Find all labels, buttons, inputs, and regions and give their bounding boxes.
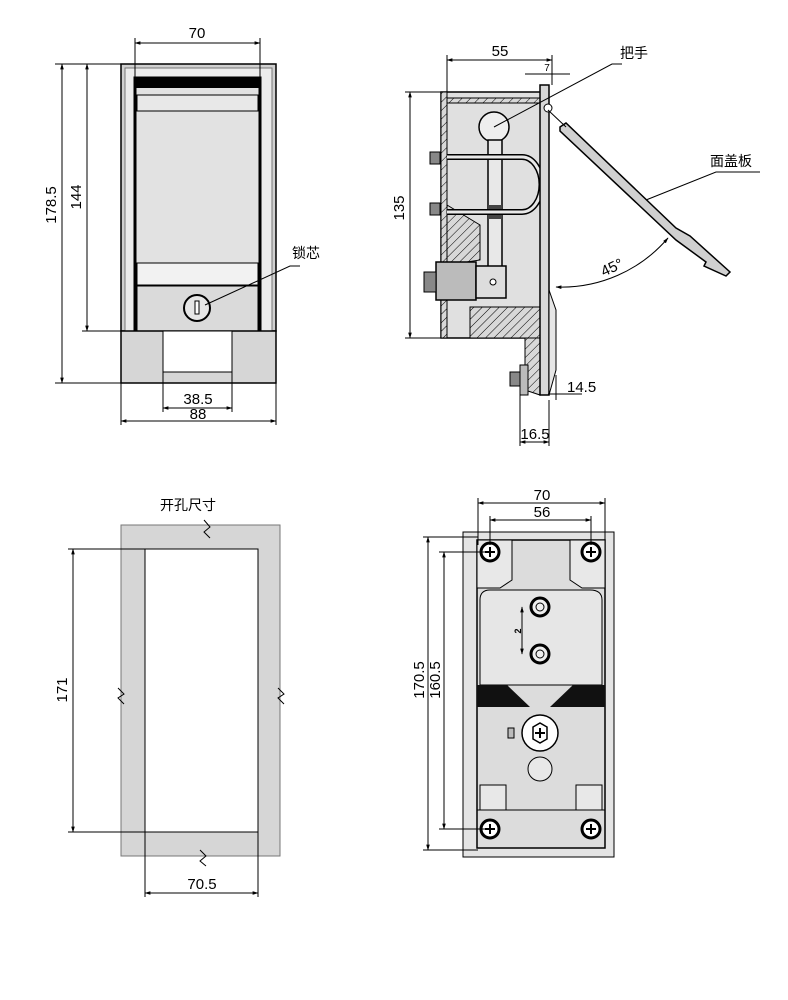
- cutout-view: 开孔尺寸 171 70.5: [54, 498, 285, 897]
- angle-label: 45°: [598, 255, 626, 280]
- front-handle-bar: [135, 78, 260, 88]
- dim-label-170-5: 170.5: [411, 661, 428, 699]
- dim-label-back-70: 70: [534, 487, 551, 504]
- screw-icon: [580, 818, 602, 840]
- front-handle-strip: [136, 94, 259, 112]
- drain-hole: [527, 756, 553, 782]
- dim-label-135: 135: [391, 195, 408, 220]
- back-band-left: [477, 685, 530, 707]
- leader-lock-core: [204, 265, 300, 306]
- side-hatch-mid: [446, 204, 481, 266]
- front-window: [136, 262, 259, 286]
- dim-label-bolt-spacing: 2: [513, 628, 523, 633]
- front-base-opening: [162, 330, 233, 373]
- label-lock-core: 锁芯: [292, 246, 320, 262]
- screw-icon: [580, 541, 602, 563]
- dim-label-171: 171: [54, 677, 71, 702]
- dim-label-55: 55: [492, 43, 509, 60]
- dim-label-38-5: 38.5: [183, 391, 212, 408]
- dim-label-144: 144: [68, 184, 85, 209]
- angle-arc: [555, 237, 669, 290]
- dim-label-70-5: 70.5: [187, 876, 216, 893]
- bolt-nut-icon: [429, 151, 441, 165]
- keyhole-icon: [194, 300, 200, 315]
- cutout-hole: [144, 548, 259, 833]
- dim-label-178-5: 178.5: [43, 186, 60, 224]
- label-cover-plate: 面盖板: [710, 154, 752, 170]
- nut-icon: [529, 643, 551, 665]
- dim-label-160-5: 160.5: [427, 661, 444, 699]
- dim-label-56: 56: [534, 504, 551, 521]
- side-hatch-bottom: [469, 306, 541, 339]
- cam-lock-icon: [507, 714, 559, 752]
- cover-plate: [559, 122, 732, 277]
- dim-label-14-5: 14.5: [567, 379, 596, 396]
- leader-handle: [493, 63, 622, 128]
- dim-label-7: 7: [544, 63, 550, 74]
- cutout-title: 开孔尺寸: [160, 498, 216, 514]
- label-handle: 把手: [620, 46, 648, 62]
- back-band-right: [550, 685, 605, 707]
- leader-cover-plate: [645, 171, 760, 201]
- nut-icon: [529, 596, 551, 618]
- side-front-plate: [539, 84, 550, 396]
- lock-cylinder: [435, 261, 477, 301]
- back-view: 2 70 56 170.5 160.5: [411, 487, 615, 858]
- side-view: 45° 55 7 135 14.5 16.5 把手 面盖板: [391, 43, 760, 446]
- front-view: 70 178.5 144 38.5 88 锁芯: [43, 25, 320, 425]
- dim-label-70: 70: [189, 25, 206, 42]
- bolt-nut-icon: [429, 202, 441, 216]
- dim-label-16-5: 16.5: [520, 426, 549, 443]
- dim-label-88: 88: [190, 406, 207, 423]
